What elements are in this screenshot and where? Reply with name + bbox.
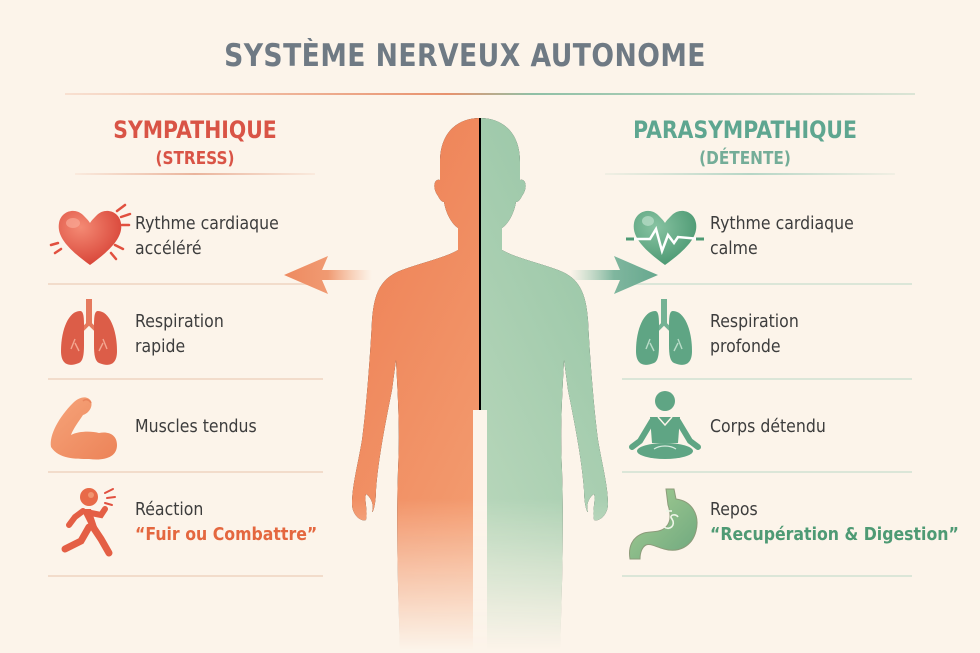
- item-line2: accéléré: [135, 239, 202, 259]
- list-item: Repos “Recupération & Digestion”: [620, 478, 959, 568]
- item-text: Corps détendu: [710, 415, 826, 440]
- item-text: Respiration profonde: [710, 310, 799, 360]
- row-divider: [622, 283, 912, 285]
- item-line1: Réaction: [135, 500, 204, 520]
- row-divider: [48, 575, 323, 577]
- item-text: Rythme cardiaque calme: [710, 212, 854, 262]
- item-line1: Rythme cardiaque: [135, 214, 279, 234]
- title-divider: [65, 93, 915, 95]
- item-line1: Rythme cardiaque: [710, 214, 854, 234]
- running-person-icon: [45, 483, 135, 563]
- item-line1: Repos: [710, 500, 758, 520]
- item-text: Rythme cardiaque accéléré: [135, 212, 279, 262]
- row-divider: [622, 471, 912, 473]
- list-item: Rythme cardiaque accéléré: [45, 192, 325, 282]
- meditating-person-icon: [620, 387, 710, 467]
- item-line1: Respiration: [710, 312, 799, 332]
- row-divider: [622, 575, 912, 577]
- item-text: Muscles tendus: [135, 415, 257, 440]
- list-item: Réaction “Fuir ou Combattre”: [45, 478, 325, 568]
- lungs-icon: [45, 295, 135, 375]
- lungs-icon: [620, 295, 710, 375]
- rest-digest-label: “Recupération & Digestion”: [710, 525, 959, 545]
- item-line2: rapide: [135, 337, 186, 357]
- item-text: Réaction “Fuir ou Combattre”: [135, 498, 317, 548]
- list-item: Muscles tendus: [45, 382, 325, 472]
- list-item: Respiration rapide: [45, 290, 325, 380]
- list-item: Rythme cardiaque calme: [620, 192, 920, 282]
- item-line1: Muscles tendus: [135, 416, 257, 437]
- list-item: Corps détendu: [620, 382, 920, 472]
- flexed-arm-icon: [45, 387, 135, 467]
- row-divider: [48, 471, 323, 473]
- item-line2: profonde: [710, 337, 781, 357]
- item-line1: Corps détendu: [710, 416, 826, 437]
- sympathetic-divider: [75, 173, 315, 175]
- item-text: Respiration rapide: [135, 310, 224, 360]
- right-arrow-icon: [570, 256, 658, 294]
- parasympathetic-divider: [605, 173, 895, 175]
- parasympathetic-subtitle: (DÉTENTE): [699, 148, 791, 169]
- human-body-figure: [352, 118, 608, 650]
- sympathetic-title: SYMPATHIQUE: [113, 116, 277, 144]
- item-line2: calme: [710, 239, 758, 259]
- page-title: SYSTÈME NERVEUX AUTONOME: [224, 38, 706, 74]
- list-item: Respiration profonde: [620, 290, 920, 380]
- parasympathetic-title: PARASYMPATHIQUE: [633, 116, 857, 144]
- row-divider: [622, 378, 912, 380]
- item-text: Repos “Recupération & Digestion”: [710, 498, 959, 548]
- left-arrow-icon: [284, 256, 372, 294]
- sympathetic-heading: SYMPATHIQUE (STRESS): [75, 116, 315, 169]
- row-divider: [48, 283, 323, 285]
- heart-pulse-icon: [620, 197, 710, 277]
- fight-or-flight-label: “Fuir ou Combattre”: [135, 525, 318, 545]
- sympathetic-subtitle: (STRESS): [155, 148, 235, 169]
- racing-heart-icon: [45, 197, 135, 277]
- parasympathetic-heading: PARASYMPATHIQUE (DÉTENTE): [600, 116, 890, 169]
- stomach-icon: [620, 483, 710, 563]
- item-line1: Respiration: [135, 312, 224, 332]
- row-divider: [48, 378, 323, 380]
